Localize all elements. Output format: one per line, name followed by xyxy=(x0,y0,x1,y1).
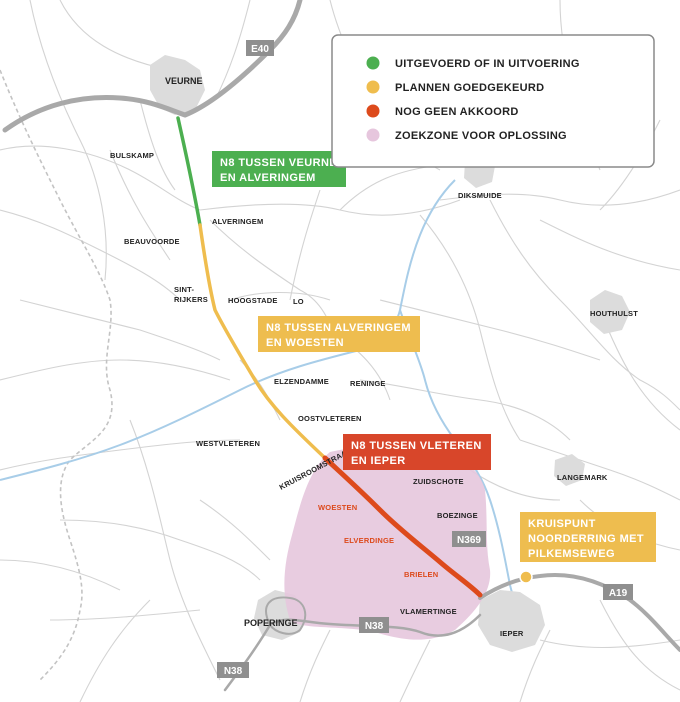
callout-orange-line2: NOORDERRING MET xyxy=(528,533,644,545)
place-oostvleteren: OOSTVLETEREN xyxy=(298,414,362,423)
legend-label: PLANNEN GOEDGEKEURD xyxy=(395,82,544,94)
place-woesten: WOESTEN xyxy=(318,503,357,512)
callout-orange: KRUISPUNT NOORDERRING MET PILKEMSEWEG xyxy=(520,512,656,562)
place-hoogstade: HOOGSTADE xyxy=(228,296,278,305)
callout-yellow: N8 TUSSEN ALVERINGEM EN WOESTEN xyxy=(258,316,420,352)
callout-red: N8 TUSSEN VLETEREN EN IEPER xyxy=(343,434,491,470)
legend-item: NOG GEEN AKKOORD xyxy=(366,104,519,118)
place-houthulst: HOUTHULST xyxy=(590,309,638,318)
border-dashed-line xyxy=(0,69,113,681)
callout-orange-line1: KRUISPUNT xyxy=(528,518,596,530)
legend-swatch xyxy=(366,128,380,142)
road-sign-n369-label: N369 xyxy=(457,535,481,546)
road-sign-a19: A19 xyxy=(603,584,633,600)
legend-label: ZOEKZONE VOOR OPLOSSING xyxy=(395,130,567,142)
place-elverdinge: ELVERDINGE xyxy=(344,536,394,545)
junction-marker xyxy=(519,570,533,584)
road-sign-n38-mid-label: N38 xyxy=(365,621,384,632)
place-zuidschote: ZUIDSCHOTE xyxy=(413,477,464,486)
legend-label: UITGEVOERD OF IN UITVOERING xyxy=(395,58,580,70)
callout-yellow-line1: N8 TUSSEN ALVERINGEM xyxy=(266,322,411,334)
place-boezinge: BOEZINGE xyxy=(437,511,478,520)
n8-segment-green xyxy=(176,116,202,227)
callout-green: N8 TUSSEN VEURNE EN ALVERINGEM xyxy=(212,151,346,187)
legend-swatch xyxy=(366,104,380,118)
place-ieper: IEPER xyxy=(500,629,524,638)
legend-label: NOG GEEN AKKOORD xyxy=(395,106,519,118)
callout-red-line2: EN IEPER xyxy=(351,455,406,467)
n8-segment-red xyxy=(322,455,483,598)
road-sign-n38-bottom: N38 xyxy=(217,662,249,678)
place-westvleteren: WESTVLETEREN xyxy=(196,439,260,448)
road-sign-a19-label: A19 xyxy=(609,588,628,599)
legend-box xyxy=(331,34,655,168)
road-sign-e40-label: E40 xyxy=(251,44,269,55)
place-lo: LO xyxy=(293,297,304,306)
callout-green-line1: N8 TUSSEN VEURNE xyxy=(220,157,337,169)
road-sign-e40: E40 xyxy=(246,40,274,56)
place-veurne: VEURNE xyxy=(165,76,203,86)
place-bulskamp: BULSKAMP xyxy=(110,151,154,160)
road-sign-n38-bottom-label: N38 xyxy=(224,666,243,677)
place-sint-rijkers-line1: SINT- xyxy=(174,285,194,294)
legend-swatch xyxy=(366,56,380,70)
place-sint-rijkers-line2: RIJKERS xyxy=(174,295,208,304)
place-alveringem: ALVERINGEM xyxy=(212,217,263,226)
place-beauvoorde: BEAUVOORDE xyxy=(124,237,180,246)
search-zone xyxy=(284,446,491,640)
legend-item: ZOEKZONE VOOR OPLOSSING xyxy=(366,128,567,142)
place-poperinge: POPERINGE xyxy=(244,618,298,628)
callout-red-line1: N8 TUSSEN VLETEREN xyxy=(351,440,482,452)
callout-orange-line3: PILKEMSEWEG xyxy=(528,548,615,560)
place-brielen: BRIELEN xyxy=(404,570,438,579)
road-sign-n369: N369 xyxy=(452,531,486,547)
place-diksmuide: DIKSMUIDE xyxy=(458,191,502,200)
place-reninge: RENINGE xyxy=(350,379,386,388)
legend-item: PLANNEN GOEDGEKEURD xyxy=(366,80,544,94)
callout-yellow-line2: EN WOESTEN xyxy=(266,337,344,349)
road-sign-n38-mid: N38 xyxy=(359,617,389,633)
legend: UITGEVOERD OF IN UITVOERING PLANNEN GOED… xyxy=(331,34,655,168)
callout-green-line2: EN ALVERINGEM xyxy=(220,172,316,184)
place-vlamertinge: VLAMERTINGE xyxy=(400,607,457,616)
legend-item: UITGEVOERD OF IN UITVOERING xyxy=(366,56,580,70)
legend-swatch xyxy=(366,80,380,94)
n8-segment-yellow xyxy=(198,223,327,460)
place-elzendamme: ELZENDAMME xyxy=(274,377,329,386)
place-langemark: LANGEMARK xyxy=(557,473,608,482)
